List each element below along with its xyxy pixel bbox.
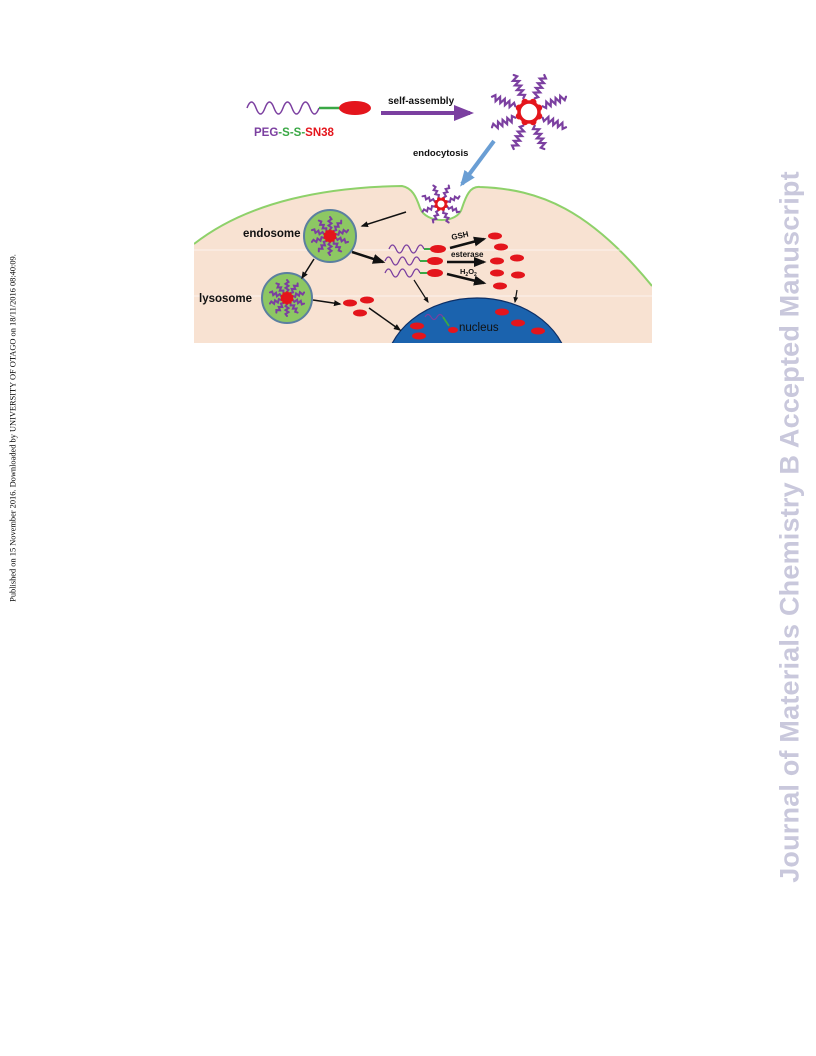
conjugate-label: PEG-S-S-SN38 bbox=[254, 127, 335, 139]
h2o2-arrow bbox=[446, 272, 487, 286]
peg-arm bbox=[531, 73, 548, 100]
peg-arm bbox=[268, 290, 283, 299]
sn38-drug bbox=[339, 101, 371, 115]
peg-arm bbox=[442, 184, 451, 199]
peg-arm bbox=[421, 194, 436, 203]
peg-arm bbox=[317, 240, 328, 253]
peg-chain bbox=[246, 101, 320, 115]
micelle-core bbox=[435, 198, 447, 210]
released-drug-cluster bbox=[343, 232, 525, 317]
conjugate-row bbox=[388, 244, 446, 254]
endosome-release-arrow bbox=[351, 250, 386, 264]
peg-arm bbox=[291, 290, 306, 299]
peg-arm bbox=[326, 241, 334, 256]
released-drug-to-nucleus-arrow bbox=[513, 289, 519, 304]
peg-arm bbox=[291, 297, 306, 306]
endocytosis-label: endocytosis bbox=[413, 148, 468, 159]
peg-arm bbox=[531, 124, 548, 151]
peg-arm bbox=[335, 236, 350, 244]
free-micelle bbox=[490, 73, 568, 151]
peg-arm bbox=[510, 73, 527, 100]
endosome-to-lysosome-arrow bbox=[301, 258, 315, 280]
lysosome-micelle bbox=[268, 279, 306, 317]
micelle-core bbox=[282, 293, 292, 303]
peg-arm bbox=[317, 219, 328, 232]
peg-arm bbox=[326, 216, 334, 231]
peg-arm bbox=[289, 302, 299, 314]
endocytosis-arrow bbox=[460, 139, 496, 187]
endosome-micelle bbox=[310, 216, 350, 256]
peg-arm bbox=[335, 228, 350, 237]
peg-arm bbox=[283, 303, 291, 317]
endosome-label: endosome bbox=[243, 228, 301, 240]
peg-arm bbox=[510, 124, 527, 151]
cell-membrane bbox=[194, 184, 652, 287]
conjugate-row bbox=[384, 256, 443, 266]
peg-arm bbox=[441, 209, 450, 224]
cell-region bbox=[194, 184, 652, 343]
micelle-core bbox=[517, 100, 541, 124]
peg-arm bbox=[275, 282, 285, 294]
lysosome-label: lysosome bbox=[199, 293, 252, 305]
peg-arm bbox=[289, 282, 299, 294]
peg-arm bbox=[332, 219, 343, 232]
gsh-arrow bbox=[449, 236, 487, 250]
nucleus-label: nucleus bbox=[459, 322, 499, 334]
peg-arm bbox=[541, 93, 568, 110]
conjugate-row bbox=[384, 268, 443, 278]
peg-arm bbox=[446, 205, 461, 214]
peg-arm bbox=[490, 114, 517, 131]
peg-arm bbox=[275, 302, 285, 314]
lysosome-release-arrow bbox=[312, 299, 342, 307]
peg-arm bbox=[310, 235, 325, 244]
peg-arm bbox=[268, 297, 283, 306]
gsh-label: GSH bbox=[451, 230, 470, 242]
to-endosome-arrow bbox=[360, 211, 407, 228]
internalized-micelle bbox=[421, 184, 461, 224]
peg-arm bbox=[283, 279, 291, 293]
peg-arm bbox=[490, 93, 517, 110]
peg-arm bbox=[310, 228, 325, 236]
self-assembly-label: self-assembly bbox=[388, 96, 455, 107]
peg-arm bbox=[446, 195, 461, 204]
peg-arm bbox=[432, 184, 441, 199]
conjugate-to-nucleus-arrow bbox=[413, 279, 429, 304]
peg-arm bbox=[332, 240, 343, 253]
peg-arm bbox=[431, 209, 440, 224]
drug-to-nucleus-arrow bbox=[368, 307, 402, 331]
esterase-label: esterase bbox=[451, 250, 484, 259]
nucleus-contents bbox=[410, 308, 545, 340]
nucleus bbox=[391, 297, 563, 343]
h2o2-label: H2O2 bbox=[460, 267, 477, 278]
peg-arm bbox=[541, 114, 568, 131]
peg-arm bbox=[421, 204, 436, 213]
micelle-core bbox=[325, 231, 335, 241]
